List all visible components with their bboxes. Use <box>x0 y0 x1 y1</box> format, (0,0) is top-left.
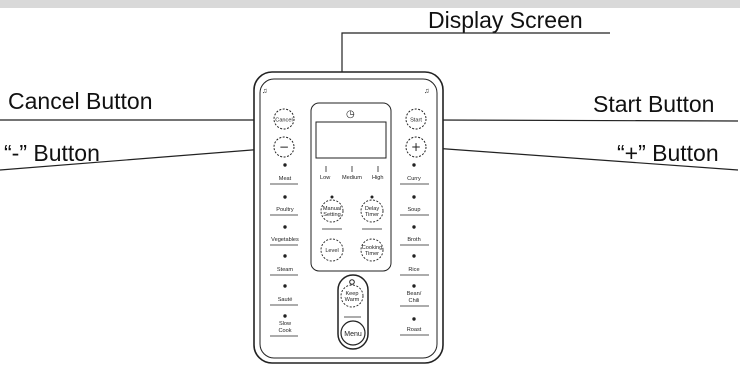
display-screen-callout: Display Screen <box>428 7 583 33</box>
delay-label: Delay <box>365 206 380 212</box>
cancel-label: Cancel <box>275 118 292 124</box>
program-roast-button[interactable]: Roast <box>400 317 429 336</box>
warm-label: Warm <box>345 297 360 303</box>
vegetables-label: Vegetables <box>271 237 299 243</box>
minus-leader-line <box>0 147 278 171</box>
program-vegetables-button[interactable]: Vegetables <box>270 225 299 246</box>
cooking-timer-button[interactable]: Cooking Timer <box>360 238 384 262</box>
level-low-label: Low <box>320 175 331 181</box>
roast-label: Roast <box>407 327 422 333</box>
program-meat-button[interactable]: Meat <box>270 163 298 185</box>
level-high-label: High <box>372 175 384 181</box>
start-button-callout: Start Button <box>593 91 715 117</box>
left-corner-icon: ♫ <box>262 86 268 95</box>
cook-label: Cook <box>278 328 291 334</box>
keep-label: Keep <box>345 291 358 297</box>
poultry-label: Poultry <box>276 207 294 213</box>
panel-inner <box>259 78 438 359</box>
menu-button[interactable]: Menu <box>340 320 366 346</box>
saute-label: Sauté <box>278 297 293 303</box>
cooking-label: Cooking <box>362 245 383 251</box>
timer-label: Timer <box>365 212 379 218</box>
manual-label: Manual <box>323 206 341 212</box>
soup-label: Soup <box>407 207 420 213</box>
program-steam-button[interactable]: Steam <box>270 254 298 276</box>
program-slow-cook-button[interactable]: Slow Cook <box>270 314 298 337</box>
right-corner-icon: ♫ <box>424 86 430 95</box>
timer2-label: Timer <box>365 251 379 257</box>
start-button[interactable]: Start <box>405 108 427 130</box>
program-soup-button[interactable]: Soup <box>400 195 429 216</box>
plus-leader-line <box>432 147 739 171</box>
keep-warm-indicator <box>349 279 355 285</box>
steam-label: Steam <box>277 267 294 273</box>
cancel-button-callout: Cancel Button <box>8 88 153 114</box>
plus-button-callout: “+” Button <box>617 140 719 166</box>
minus-symbol: − <box>279 140 289 154</box>
setting-label: Setting <box>323 212 340 218</box>
keep-warm-button[interactable]: Keep Warm <box>340 284 364 308</box>
top-gray-strip <box>0 0 740 8</box>
manual-setting-button[interactable]: Manual Setting <box>320 195 344 223</box>
plus-button[interactable]: + <box>405 136 427 158</box>
plus-symbol: + <box>411 140 421 154</box>
program-poultry-button[interactable]: Poultry <box>270 195 298 216</box>
chili-label: Chili <box>409 298 420 304</box>
minus-button-callout: “-” Button <box>4 140 100 166</box>
broth-label: Broth <box>407 237 420 243</box>
program-saute-button[interactable]: Sauté <box>270 284 298 306</box>
start-leader-line <box>432 119 739 122</box>
rice-label: Rice <box>408 267 419 273</box>
meat-label: Meat <box>279 176 292 182</box>
level-label: Level <box>325 248 338 254</box>
slow-label: Slow <box>279 321 292 327</box>
curry-label: Curry <box>407 176 421 182</box>
program-curry-button[interactable]: Curry <box>400 163 429 185</box>
start-label: Start <box>410 118 422 124</box>
level-button[interactable]: Level <box>320 238 344 262</box>
cancel-button[interactable]: Cancel <box>273 108 295 130</box>
display-screen <box>315 121 387 159</box>
menu-label: Menu <box>344 331 362 338</box>
program-bean-chili-button[interactable]: Bean/ Chili <box>400 284 429 307</box>
delay-timer-button[interactable]: Delay Timer <box>360 195 384 223</box>
minus-button[interactable]: − <box>273 136 295 158</box>
program-rice-button[interactable]: Rice <box>400 254 429 276</box>
clock-icon: ◷ <box>346 109 355 120</box>
level-medium-label: Medium <box>342 175 362 181</box>
bean-label: Bean/ <box>407 291 422 297</box>
program-broth-button[interactable]: Broth <box>400 225 429 246</box>
